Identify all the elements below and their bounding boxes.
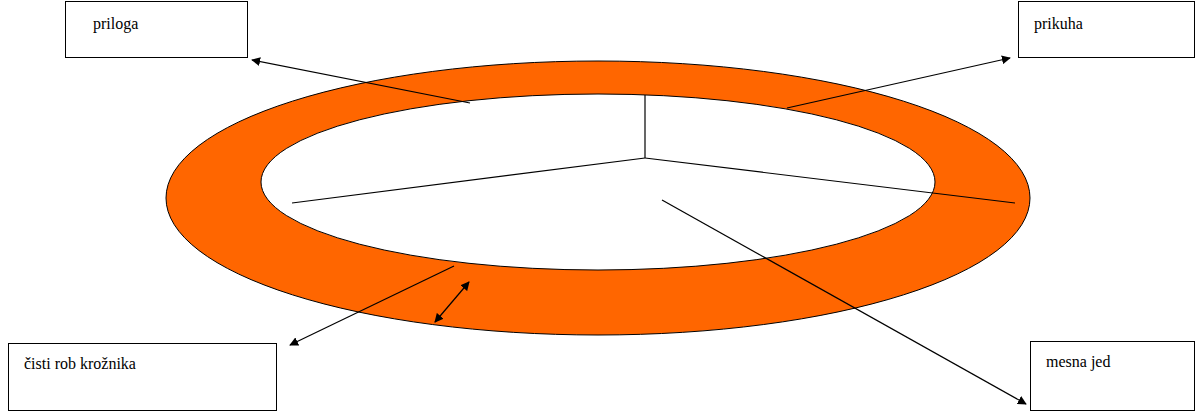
label-text: prikuha (1034, 14, 1083, 33)
divider-line (292, 158, 645, 203)
label-box: priloga (65, 1, 248, 58)
leader-arrow (662, 200, 1026, 404)
divider-line (645, 158, 1015, 203)
label-box: prikuha (1018, 1, 1195, 58)
width-arrow (435, 282, 469, 322)
leader-arrow (787, 58, 1010, 108)
label-text: priloga (93, 14, 138, 33)
leader-arrow (252, 60, 470, 103)
plate-center (261, 94, 935, 270)
label-box: čisti rob krožnika (8, 343, 277, 411)
label-text: čisti rob krožnika (24, 354, 136, 373)
plate-rim (166, 61, 1030, 335)
leader-arrow (290, 266, 454, 345)
divider-line (644, 95, 645, 158)
label-text: mesna jed (1046, 352, 1110, 371)
label-box: mesna jed (1030, 341, 1195, 411)
